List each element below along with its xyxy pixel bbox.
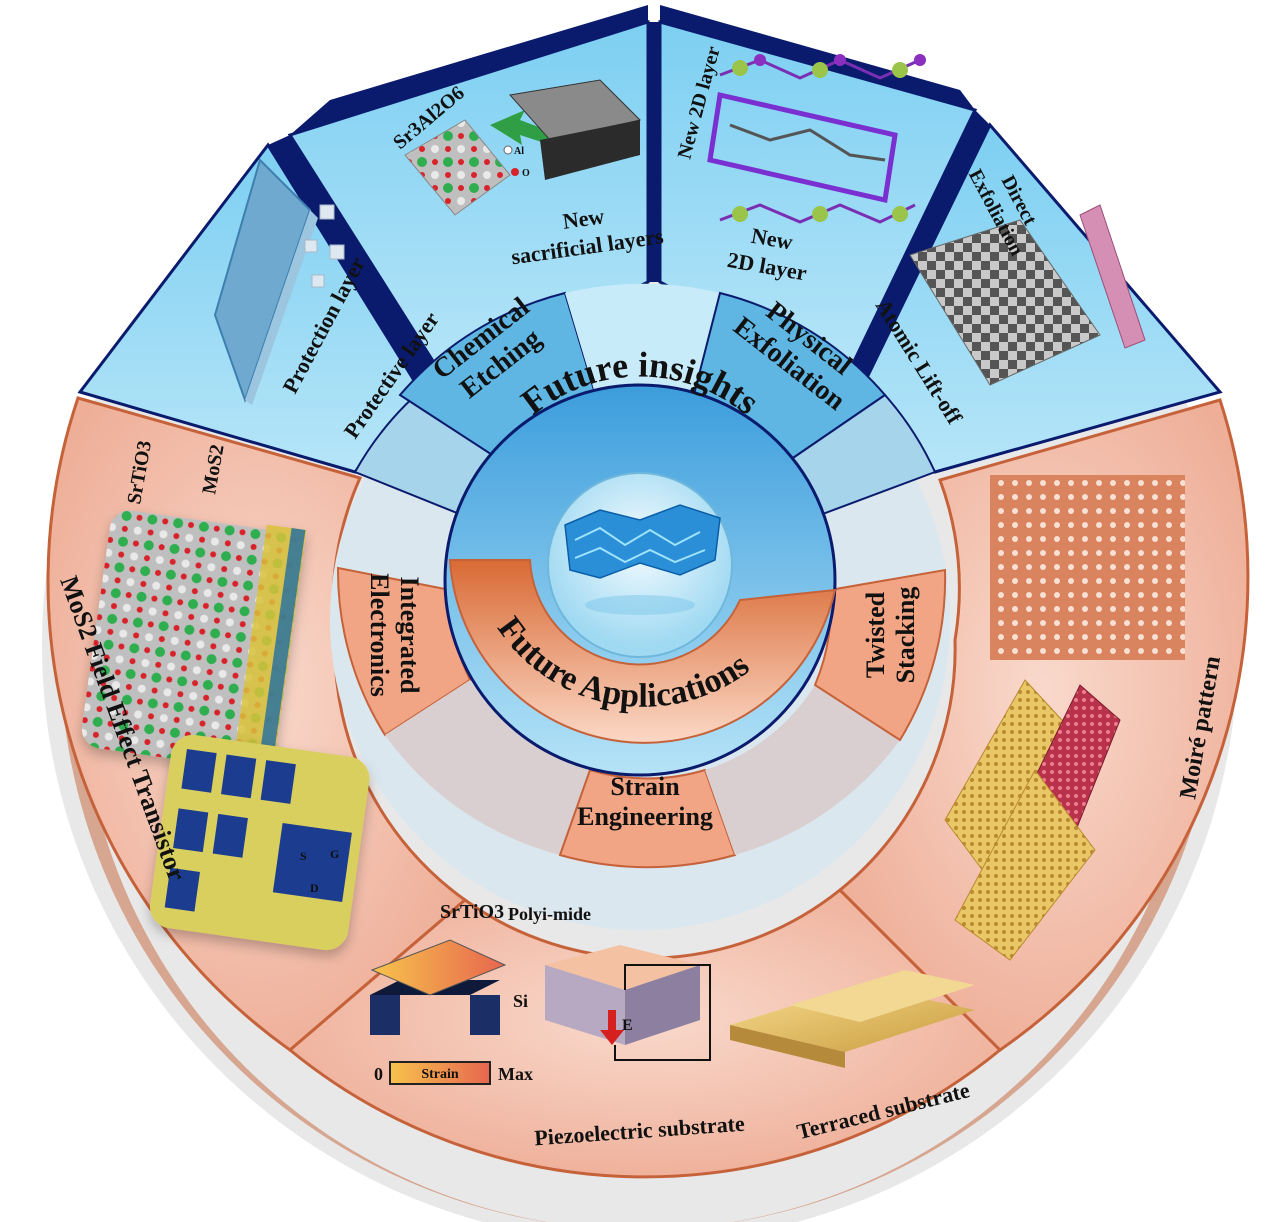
inner-hub [443,383,837,777]
substrate-base-icon [540,120,640,180]
checker-layer-icon [909,219,1101,386]
green-arrow-icon [490,110,560,148]
protection-slab-edge [245,210,318,405]
al-legend-text: Al [514,146,524,157]
2d-molecule-chain-icon [707,54,926,224]
si-label: Si [513,991,528,1011]
drain-label: D [310,881,319,895]
strain-min-label: 0 [374,1064,383,1084]
strain-panel-content: SrTiO3 Polyi-mide Si Strain 0 Max E Piez… [370,901,975,1150]
top-edge-right [660,5,975,110]
twisted-stacking-label: Twisted Stacking [861,587,920,684]
svg-text:Electronics: Electronics [365,573,394,697]
peeled-layer-icon [1079,204,1146,349]
svg-text:New: New [561,203,606,234]
polyimide-label: Polyi-mide [508,904,591,924]
integrated-electronics-label: Integrated Electronics [365,573,424,697]
sector-bottom-right-gap [705,685,900,855]
strain-scale-text: Strain [421,1067,459,1082]
sector-twisted-stacking [813,568,947,742]
strain-engineering-label: Strain Engineering [577,772,713,831]
sector-bottom-left-gap [385,680,590,855]
gate-label: G [330,847,339,861]
srtio3-strain-label: SrTiO3 [440,901,504,923]
svg-text:Strain: Strain [610,772,680,801]
strain-max-label: Max [498,1064,533,1084]
source-label: S [300,849,307,863]
transistor-device-image: S G D [149,734,370,951]
o-legend-dot [511,168,519,176]
o-legend-text: O [522,168,530,179]
svg-text:Stacking: Stacking [891,587,920,684]
svg-text:Integrated: Integrated [395,577,424,695]
hub-applications [448,559,837,744]
top-edge-left [290,5,648,135]
strain-scale-bar [389,1061,491,1085]
divider-2 [648,22,660,282]
svg-text:Engineering: Engineering [577,802,713,831]
srtio3-mos2-lattice-icon [81,510,307,771]
srtio3-bridge-icon [370,939,507,1035]
moire-panel-content: Moiré pattern [944,475,1226,961]
moire-pattern-image [990,475,1185,660]
terraced-substrate-icon [730,970,975,1068]
svg-text:Twisted: Twisted [861,591,890,678]
divider-1 [268,135,445,390]
al-legend-dot [503,145,513,155]
field-e-label: E [622,1017,633,1034]
twisted-bilayer-icon [944,679,1121,961]
piezoelectric-device-icon: E [545,945,711,1061]
divider-3 [845,110,990,392]
crystal-structure-icon [564,504,721,615]
sector-top-gap [565,283,720,410]
sr3al2o6-lattice-icon [404,119,511,216]
